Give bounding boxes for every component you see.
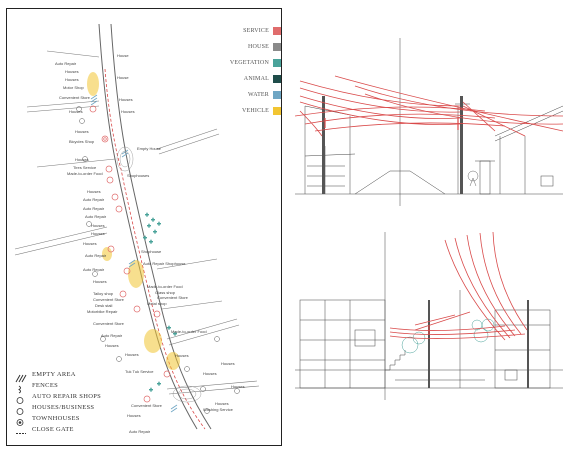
map-label: Houses [69, 109, 83, 114]
key-empty-area: EMPTY AREA [15, 369, 101, 383]
map-label: Houses [221, 361, 235, 366]
map-label: Tailoy shop [93, 291, 114, 296]
map-label: Shophouses [127, 173, 150, 178]
map-label: Houses [127, 413, 141, 418]
map-label: Made-to-order Food [67, 171, 103, 176]
map-label: Houses [75, 129, 89, 134]
street-section-bottom [295, 231, 563, 400]
map-label: Bicycles Shop [69, 139, 95, 144]
swatch-animal [273, 75, 281, 83]
legend-service: SERVICE [229, 23, 281, 39]
legend-label: ANIMAL [243, 76, 269, 82]
map-label: Made-to-order Food [171, 329, 207, 334]
map-label: Metal shop [147, 301, 167, 306]
map-label: Convenient Store [59, 95, 90, 100]
map-label: Auto Repair [85, 253, 107, 258]
map-label: House [117, 75, 129, 80]
key-auto-repair: AUTO REPAIR SHOPS [15, 391, 102, 404]
key-label: FENCES [32, 382, 59, 389]
map-label: Tuk Tuk Service [125, 369, 154, 374]
map-label: House [117, 53, 129, 58]
key-houses-business: HOUSES/BUSINESS [15, 402, 101, 415]
map-label: Convenient Store [93, 297, 124, 302]
fence-icon [15, 381, 27, 394]
map-label: Convenient Store [131, 403, 162, 408]
swatch-service [273, 27, 281, 35]
map-label: Houses [93, 279, 107, 284]
map-label: Auto Repair Shophouse [143, 261, 186, 266]
circle-icon [15, 392, 27, 404]
key-townhouses: TOWNHOUSES [15, 413, 101, 426]
gate-icon [15, 425, 27, 434]
legend-vegetation: VEGETATION [229, 55, 281, 71]
map-label: Houses [91, 231, 105, 236]
map-label: Houses [87, 189, 101, 194]
map-label: Auto Repair [101, 333, 123, 338]
map-label: Glass shop [155, 290, 176, 295]
map-label: Shophouse [141, 249, 162, 254]
street-map-panel: SERVICE HOUSE VEGETATION ANIMAL WATER VE… [6, 8, 282, 446]
swatch-vehicle [273, 107, 281, 115]
map-label: Houses [75, 157, 89, 162]
map-label: Houses [215, 401, 229, 406]
map-label: Convenient Store [93, 321, 124, 326]
key-fences: FENCES [15, 380, 101, 394]
legend-label: WATER [248, 92, 269, 98]
street-map-drawing [14, 23, 260, 430]
map-label: Houses [175, 353, 189, 358]
map-label: Houses [83, 241, 97, 246]
key-label: TOWNHOUSES [32, 415, 80, 422]
key-label: HOUSES/BUSINESS [32, 404, 95, 411]
key-label: AUTO REPAIR SHOPS [32, 393, 102, 400]
map-label: Houses [65, 69, 79, 74]
map-label: Auto Repair [83, 206, 105, 211]
map-label: Desk stall [95, 303, 113, 308]
swatch-water [273, 91, 281, 99]
map-label: Auto Repair [129, 429, 151, 434]
map-label: Houses [121, 109, 135, 114]
map-label: Auto Repair [83, 197, 105, 202]
map-label: Auto Repair [55, 61, 77, 66]
map-label: Motor Shop [63, 85, 84, 90]
map-label: Houses [203, 371, 217, 376]
double-circle-icon [15, 414, 27, 426]
legend-label: VEHICLE [241, 108, 269, 114]
map-label: Washing Service [203, 407, 233, 412]
swatch-house [273, 43, 281, 51]
map-label: Houses [65, 77, 79, 82]
legend-vehicle: VEHICLE [229, 103, 281, 119]
key-label: EMPTY AREA [32, 371, 76, 378]
legend-label: SERVICE [243, 28, 269, 34]
category-legend: SERVICE HOUSE VEGETATION ANIMAL WATER VE… [229, 23, 281, 119]
legend-label: HOUSE [247, 44, 269, 50]
map-label: Houses [91, 223, 105, 228]
map-label: Motorbike Repair [87, 309, 118, 314]
swatch-vegetation [273, 59, 281, 67]
key-label: CLOSE GATE [32, 426, 74, 433]
map-label: Auto Repair [83, 267, 105, 272]
map-label: Houses [119, 97, 133, 102]
key-close-gate: CLOSE GATE [15, 424, 101, 435]
map-label: Tires Service [73, 165, 97, 170]
map-label: Empty House [137, 146, 162, 151]
map-label: Auto Repair [85, 214, 107, 219]
legend-animal: ANIMAL [229, 71, 281, 87]
street-section-top [295, 38, 563, 206]
map-label: Made-to-order Food [147, 284, 183, 289]
legend-water: WATER [229, 87, 281, 103]
map-label: Convenient Store [157, 295, 188, 300]
map-label: Houses [231, 384, 245, 389]
legend-house: HOUSE [229, 39, 281, 55]
hatch-icon [15, 370, 27, 383]
map-label: Houses [125, 352, 139, 357]
circle-icon [15, 403, 27, 415]
map-label: Houses [105, 343, 119, 348]
symbol-legend: EMPTY AREA FENCES AUTO REPAIR SHOPS HOUS… [15, 369, 101, 435]
legend-label: VEGETATION [229, 60, 269, 66]
